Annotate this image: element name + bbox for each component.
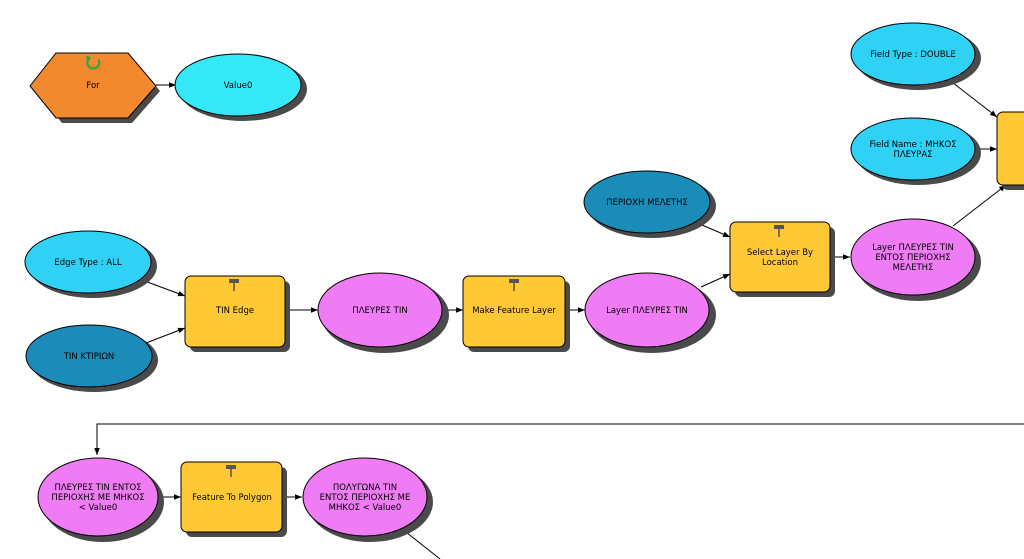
periochi-meletis-label-line: ΠΕΡΙΟΧΗ ΜΕΛΕΤΗΣ (606, 198, 688, 208)
connector-addfield-plevresmikos (94, 423, 1024, 455)
tin-edge-label: TIN Edge (215, 306, 254, 316)
select-layer-label-line: Select Layer By (747, 248, 813, 258)
periochi-meletis-dataset-node[interactable]: ΠΕΡΙΟΧΗ ΜΕΛΕΤΗΣ (583, 170, 716, 238)
for-iterator-node[interactable]: For (29, 52, 160, 123)
periochi-meletis-label: ΠΕΡΙΟΧΗ ΜΕΛΕΤΗΣ (606, 198, 688, 208)
tin-edge-label-line: TIN Edge (215, 306, 254, 316)
feature-to-polygon-label-line: Feature To Polygon (192, 493, 272, 503)
connector-layerentos-addfield (952, 184, 1007, 227)
refresh-icon (86, 56, 101, 70)
field-name-label-line: ΠΛΕΥΡΑΣ (893, 150, 932, 160)
edge-type-label-line: Edge Type : ALL (54, 258, 121, 268)
hammer-icon (509, 279, 519, 291)
connector-tinktirion-tinedge (145, 327, 186, 344)
hammer-icon (226, 465, 236, 477)
plevres-tin-derived-node[interactable]: ΠΛΕΥΡΕΣ TIN (317, 272, 449, 353)
select-layer-label-line: Location (762, 258, 798, 268)
make-feature-layer-tool-node[interactable]: Make Feature Layer (462, 275, 570, 352)
feature-to-polygon-tool-node[interactable]: Feature To Polygon (180, 461, 287, 537)
polygona-label-line: ΕΝΤΟΣ ΠΕΡΙΟΧΗΣ ΜΕ (320, 493, 411, 503)
hammer-icon (774, 225, 784, 237)
edge-type-label: Edge Type : ALL (54, 258, 121, 268)
for-label-line: For (86, 81, 100, 91)
connector-edgetype-tinedge (141, 279, 186, 297)
polygona-label-line: ΜΗΚΟΣ < Value0 (329, 503, 402, 513)
tin-edge-tool-node[interactable]: TIN Edge (184, 275, 290, 352)
layer-entos-label-line: ΕΝΤΟΣ ΠΕΡΙΟΧΗΣ (875, 253, 950, 263)
connector-fieldtype-addfield (947, 78, 998, 118)
plevres-mikos-label-line: < Value0 (79, 503, 118, 513)
make-feature-layer-label: Make Feature Layer (472, 306, 556, 316)
add-field-tool-node[interactable] (996, 111, 1024, 190)
value0-variable-node[interactable]: Value0 (174, 53, 307, 121)
hammer-icon (229, 279, 239, 291)
plevres-tin-label: ΠΛΕΥΡΕΣ TIN (352, 306, 407, 316)
field-name-label-line: Field Name : ΜΗΚΟΣ (869, 140, 956, 150)
polygona-label-line: ΠΟΛΥΓΩΝΑ TIN (333, 483, 397, 493)
make-feature-layer-label-line: Make Feature Layer (472, 306, 556, 316)
for-label: For (86, 81, 100, 91)
plevres-mikos-label-line: ΠΕΡΙΟΧΗΣ ΜΕ ΜΗΚΟΣ (51, 493, 144, 503)
connector-layer-select (700, 273, 731, 288)
tin-ktirion-label-line: TIN ΚΤΙΡΙΩΝ (63, 352, 115, 362)
field-type-variable-node[interactable]: Field Type : DOUBLE (850, 22, 981, 90)
tin-ktirion-label: TIN ΚΤΙΡΙΩΝ (63, 352, 115, 362)
edge-type-variable-node[interactable]: Edge Type : ALL (24, 230, 157, 298)
value0-label-line: Value0 (224, 81, 253, 91)
feature-to-polygon-label: Feature To Polygon (192, 493, 272, 503)
value0-label: Value0 (224, 81, 253, 91)
layer-plevres-tin-label-line: Layer ΠΛΕΥΡΕΣ TIN (606, 306, 688, 316)
tin-ktirion-dataset-node[interactable]: TIN ΚΤΙΡΙΩΝ (25, 324, 158, 392)
field-type-label-line: Field Type : DOUBLE (870, 50, 956, 60)
field-type-label: Field Type : DOUBLE (870, 50, 956, 60)
plevres-mikos-label-line: ΠΛΕΥΡΕΣ TIN ΕΝΤΟΣ (54, 483, 141, 493)
layer-plevres-tin-label: Layer ΠΛΕΥΡΕΣ TIN (606, 306, 688, 316)
layer-plevres-tin-derived-node[interactable]: Layer ΠΛΕΥΡΕΣ TIN (584, 272, 716, 353)
plevres-tin-label-line: ΠΛΕΥΡΕΣ TIN (352, 306, 407, 316)
layer-entos-label-line: Layer ΠΛΕΥΡΕΣ TIN (872, 243, 954, 253)
layer-entos-label-line: ΜΕΛΕΤΗΣ (893, 263, 934, 273)
connector-polygona-offscreen (405, 531, 441, 559)
